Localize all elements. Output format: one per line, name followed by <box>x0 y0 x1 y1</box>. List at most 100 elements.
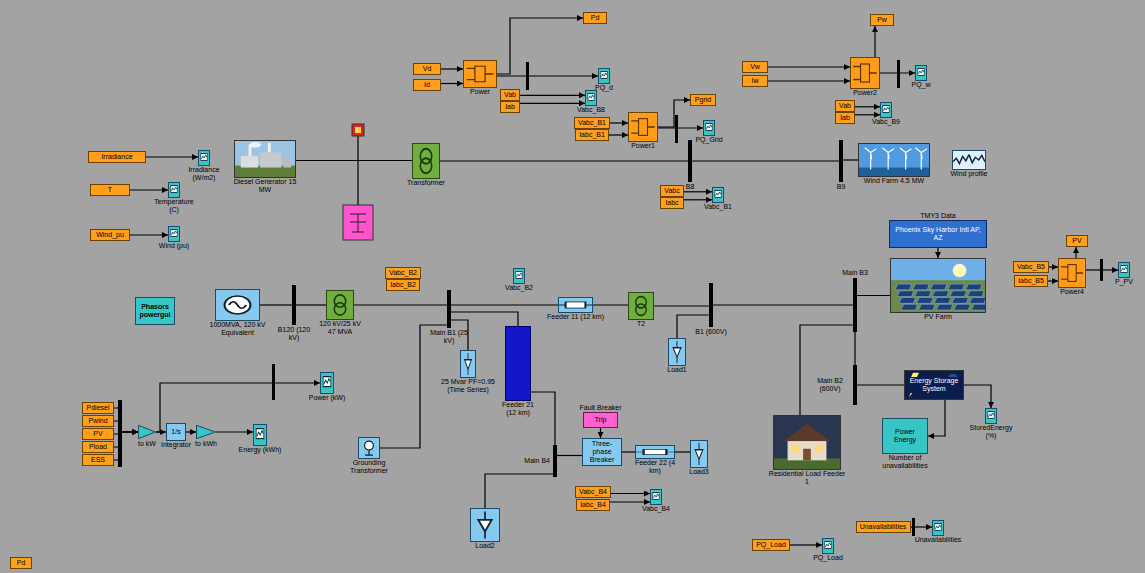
block-content: Vabc_B2 <box>386 268 420 278</box>
caption-group: Wind Farm 4.5 MW <box>864 177 924 185</box>
block-name: B120 (120 kV) <box>277 326 311 341</box>
polygon-part <box>916 298 933 304</box>
path-part <box>468 369 469 375</box>
block-content: Vab <box>836 101 854 111</box>
block-name: Energy (kWh) <box>239 446 282 454</box>
block-content: Pd <box>584 13 606 23</box>
polyline-part <box>918 70 923 74</box>
load-block: Load1 <box>668 338 686 366</box>
caption-group: B9 <box>837 183 846 191</box>
scope-block: P_PV <box>1118 262 1130 278</box>
connector <box>130 234 168 235</box>
block-icon <box>1059 259 1085 287</box>
connector <box>497 18 583 74</box>
connector <box>216 431 253 432</box>
bus-bar: B1 (600V) <box>709 283 713 327</box>
polygon-part <box>913 284 930 290</box>
rect-part <box>601 72 607 79</box>
rect-part <box>706 124 712 131</box>
scope-block: Vabc_B4 <box>650 489 662 505</box>
signal-tag: Vw <box>742 61 768 73</box>
connector <box>260 304 292 305</box>
scope-block: Vabc_B2 <box>513 268 525 284</box>
rect-part <box>171 230 177 237</box>
caption-group: Power <box>470 88 490 96</box>
block-name: Vabc_B4 <box>642 505 670 513</box>
tag-label: Vabc_B5 <box>1017 263 1045 271</box>
block-icon <box>651 490 661 504</box>
block-content: Energy Storage System <box>905 371 963 399</box>
caption-group: Fault Breaker <box>579 404 621 412</box>
polyline-part <box>257 431 263 437</box>
path-part <box>465 353 472 369</box>
wire <box>357 161 358 205</box>
block-name: Power4 <box>1060 288 1084 296</box>
caption-group: 25 Mvar PF=0.95 (Time Series) <box>441 378 495 393</box>
connector <box>622 451 635 452</box>
scope-block: Wind (pu) <box>168 226 180 242</box>
block-icon <box>599 69 609 83</box>
grounding-transformer-block: Grounding Transformer <box>358 437 380 459</box>
block-icon <box>629 113 657 141</box>
block-name: Power1 <box>631 142 655 150</box>
block-label: Trip <box>595 416 607 424</box>
connector <box>130 189 168 190</box>
connector <box>114 408 138 432</box>
tag-label: Vab <box>504 91 516 99</box>
tag-label: Iabc_B2 <box>390 281 416 289</box>
block-name: Vabc_B8 <box>577 106 605 114</box>
rect-part <box>235 141 295 177</box>
block-icon <box>359 438 379 458</box>
block-content: Pd <box>11 558 31 568</box>
block-label: Phasors <box>141 303 169 311</box>
rect-part <box>905 371 963 399</box>
block-content: Pwind <box>83 416 113 426</box>
mux-bar <box>897 60 900 88</box>
block-name: Residential Load Feeder 1 <box>767 470 847 485</box>
rect-part <box>516 272 522 279</box>
block-name: Main B2 (600V) <box>810 377 850 392</box>
caption-group: Feeder 21 (12 km) <box>498 401 538 416</box>
block-name: Feeder 11 (12 km) <box>547 313 604 321</box>
signal-tag: Iw <box>742 75 768 87</box>
connector <box>354 304 447 305</box>
block-name: T2 <box>637 320 645 328</box>
block-content: Irradiance <box>89 152 145 162</box>
scope-block: PQ_Grid <box>703 120 715 136</box>
path-part <box>699 459 700 465</box>
block-icon <box>629 293 653 319</box>
transformer-block: T2 <box>628 292 654 320</box>
block-content: Wind_pu <box>91 230 129 240</box>
block-icon <box>235 141 295 177</box>
block-name: Load2 <box>475 542 494 550</box>
block-label: Energy <box>894 436 916 444</box>
polygon-part <box>971 304 985 310</box>
polyline-part <box>171 231 176 235</box>
polygon-part <box>934 298 951 304</box>
rect-part <box>803 449 811 461</box>
bus-bar: Main B2 (600V) <box>853 365 857 405</box>
block-name: B8 <box>686 183 695 191</box>
signal-tag: Pgrid <box>690 94 716 106</box>
tag-label: Iabc_B5 <box>1018 277 1044 285</box>
polygon-part <box>965 284 982 290</box>
signal-tag: Vabc <box>660 185 684 197</box>
rect-part <box>859 168 929 176</box>
tag-label: Vabc_B1 <box>578 119 606 127</box>
caption-group: TMY3 Data <box>920 212 955 220</box>
block-name: Vabc_B2 <box>505 284 533 292</box>
load-block: Load3 <box>690 440 708 468</box>
caption-group: 120 kV/25 kV 47 MVA <box>315 320 365 335</box>
power-measurement-block: Power <box>463 60 497 88</box>
block-icon <box>254 425 266 445</box>
connector <box>768 80 850 81</box>
scope-block: PQ_d <box>598 68 610 84</box>
path-part <box>478 512 491 532</box>
path-part <box>1061 267 1083 279</box>
block-content: 1/s <box>167 424 185 440</box>
tag-label: Unavailabilities <box>860 523 907 531</box>
mux-bar <box>675 115 678 143</box>
bus-bar: B9 <box>839 140 843 182</box>
signal-tag: Pd <box>583 12 607 24</box>
polyline-part <box>988 413 993 417</box>
